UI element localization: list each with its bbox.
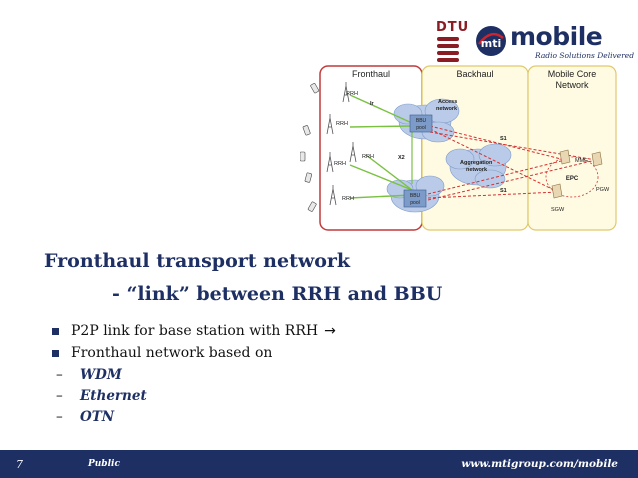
bbu-pool-lower: BBU pool xyxy=(403,189,427,208)
bbu-upper-label-1: BBU xyxy=(416,118,427,124)
rrh-tower-4 xyxy=(349,142,357,163)
epc-boundary xyxy=(545,156,599,198)
sgw-label: SGW xyxy=(551,207,565,213)
bbu-pool-upper: BBU pool xyxy=(409,114,433,133)
bullet-text-2: Fronthaul network based on xyxy=(71,345,273,361)
backhaul-region-label: Backhaul xyxy=(456,69,493,79)
bbu-upper-label-2: pool xyxy=(416,125,425,131)
fronthaul-links xyxy=(349,94,413,199)
rrh-tower-2 xyxy=(326,114,334,135)
bullet-square-icon xyxy=(52,349,59,357)
sub-bullet-wdm: WDM xyxy=(80,366,122,383)
aggregation-network-cloud xyxy=(445,143,512,189)
aggregation-label-1: Aggregation xyxy=(460,160,493,166)
core-region xyxy=(527,65,617,231)
footer-url[interactable]: www.mtigroup.com/mobile xyxy=(461,458,618,470)
ir-label: Ir xyxy=(370,101,375,107)
fronthaul-region-label: Fronthaul xyxy=(352,69,390,79)
sub-bullet-item: – OTN xyxy=(56,406,336,427)
mme-label: MME xyxy=(575,158,588,164)
user-devices xyxy=(300,83,320,212)
bbu-lower-label-2: pool xyxy=(410,200,419,206)
pgw-server-icon xyxy=(591,151,603,167)
slide-title: Fronthaul transport network xyxy=(44,250,351,272)
s1-label-lower: S1 xyxy=(500,188,507,194)
bbu-lower-label-1: BBU xyxy=(410,193,421,199)
rrh-tower-5 xyxy=(329,185,337,206)
sgw-server-icon xyxy=(551,183,563,199)
rrh-label-5: RRH xyxy=(342,196,354,202)
bullet-list: P2P link for base station with RRH → Fro… xyxy=(50,320,336,427)
dash-icon: – xyxy=(56,387,63,404)
bullet-text-1: P2P link for base station with RRH xyxy=(71,323,319,339)
rrh-tower-3 xyxy=(326,152,334,173)
backhaul-region xyxy=(421,65,529,231)
core-region-label-1: Mobile Core xyxy=(548,69,597,79)
pgw-label: PGW xyxy=(596,187,610,193)
dtu-stripes-icon xyxy=(437,37,459,62)
mti-badge-icon: mti xyxy=(476,26,506,56)
bullet-item: P2P link for base station with RRH → xyxy=(50,320,336,342)
mobile-wordmark: mobile xyxy=(510,22,603,51)
sub-bullet-otn: OTN xyxy=(80,408,115,425)
access-network-label-1: Access xyxy=(438,99,457,105)
bullet-square-icon xyxy=(52,327,59,335)
aggregation-label-2: network xyxy=(466,167,488,173)
dtu-logo-text: DTU xyxy=(436,20,470,35)
sub-bullet-item: – Ethernet xyxy=(56,385,336,406)
bullet-item: Fronthaul network based on xyxy=(50,342,336,364)
epc-label: EPC xyxy=(566,176,579,182)
rrh-label-2: RRH xyxy=(336,121,348,127)
mme-server-icon xyxy=(559,149,571,165)
slide-subtitle: - “link” between RRH and BBU xyxy=(112,283,443,305)
rrh-label-1: RRH xyxy=(346,91,358,97)
right-arrow-icon: → xyxy=(324,323,336,339)
sub-bullet-item: – WDM xyxy=(56,364,336,385)
access-network-label-2: network xyxy=(436,106,458,112)
mti-mobile-logo: mti mobile Radio Solutions Delivered xyxy=(474,22,634,64)
page-number: 7 xyxy=(16,458,23,471)
dtu-logo: DTU xyxy=(436,20,470,66)
rrh-tower-1 xyxy=(342,82,350,103)
x2-label: X2 xyxy=(398,155,405,161)
dash-icon: – xyxy=(56,366,63,383)
rrh-label-3: RRH xyxy=(334,161,346,167)
fronthaul-network-diagram: Fronthaul Backhaul Mobile Core Network A… xyxy=(300,65,617,231)
classification-label: Public xyxy=(88,459,120,469)
s1-label-upper: S1 xyxy=(500,136,507,142)
sub-bullet-ethernet: Ethernet xyxy=(80,387,147,404)
mti-badge-text: mti xyxy=(481,37,502,50)
core-region-label-2: Network xyxy=(555,80,589,90)
logo-tagline: Radio Solutions Delivered xyxy=(535,51,635,60)
footer-bar: 7 Public www.mtigroup.com/mobile xyxy=(0,450,638,478)
rrh-label-4: RRH xyxy=(362,154,374,160)
dash-icon: – xyxy=(56,408,63,425)
